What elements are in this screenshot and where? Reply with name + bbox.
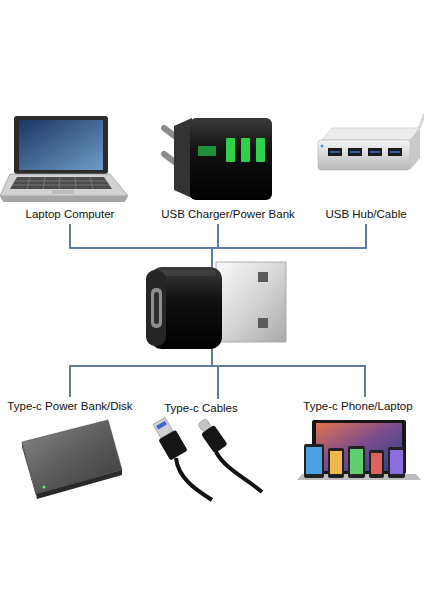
adapter-illustration <box>146 262 286 349</box>
device-node: USB Hub/Cable <box>310 110 422 224</box>
device-label: Type-c Phone/Laptop <box>303 399 412 413</box>
hub-illustration <box>318 114 424 170</box>
device-label: Laptop Computer <box>26 207 115 221</box>
device-node: Type-c Power Bank/Disk <box>5 397 135 487</box>
device-node: USB Charger/Power Bank <box>160 110 296 224</box>
connector-line <box>212 224 366 399</box>
power-bank-illustration <box>22 420 122 499</box>
phone-laptop-illustration <box>297 420 421 480</box>
connector-line <box>212 224 365 397</box>
device-label: USB Charger/Power Bank <box>161 207 295 221</box>
cables-illustration <box>150 416 262 500</box>
device-node: Type-c Phone/Laptop <box>293 397 423 482</box>
device-node: Laptop Computer <box>5 110 135 224</box>
device-label: USB Hub/Cable <box>325 207 406 221</box>
connector-line <box>212 224 366 397</box>
device-node: Type-c Cables <box>141 399 261 499</box>
laptop-illustration <box>0 116 128 202</box>
charger-illustration <box>164 118 272 200</box>
device-label: Type-c Cables <box>164 401 238 415</box>
device-label: Type-c Power Bank/Disk <box>7 399 132 413</box>
